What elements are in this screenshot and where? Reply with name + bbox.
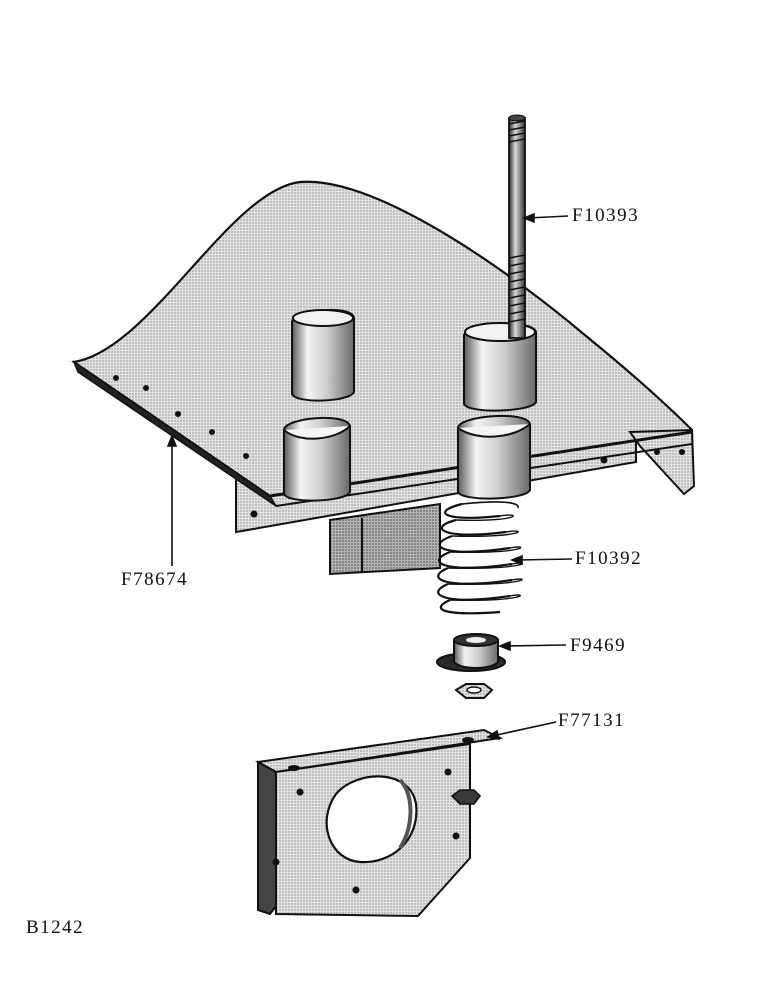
part-label-bracket: F77131 <box>558 710 626 731</box>
panel-rivet-holes <box>113 375 685 518</box>
part-label-panel: F78674 <box>121 569 189 590</box>
leader-f9469 <box>503 644 567 647</box>
panel-curved-sheet <box>71 180 694 498</box>
coil-spring <box>437 501 523 615</box>
part-label-collar: F9469 <box>570 635 627 656</box>
hex-nut <box>454 683 494 699</box>
bracket-plate <box>257 760 277 916</box>
deflector-panel <box>71 180 696 576</box>
leader-f10392 <box>515 558 573 561</box>
part-label-rod: F10393 <box>572 205 640 226</box>
flanged-collar <box>436 633 506 672</box>
panel-support-block <box>329 502 441 576</box>
threaded-rod <box>508 114 526 339</box>
leader-f77131 <box>491 721 557 737</box>
mounting-bracket <box>254 728 504 918</box>
part-label-spring: F10392 <box>575 548 643 569</box>
leader-lines <box>166 212 573 741</box>
figure-id: B1242 <box>26 917 85 938</box>
